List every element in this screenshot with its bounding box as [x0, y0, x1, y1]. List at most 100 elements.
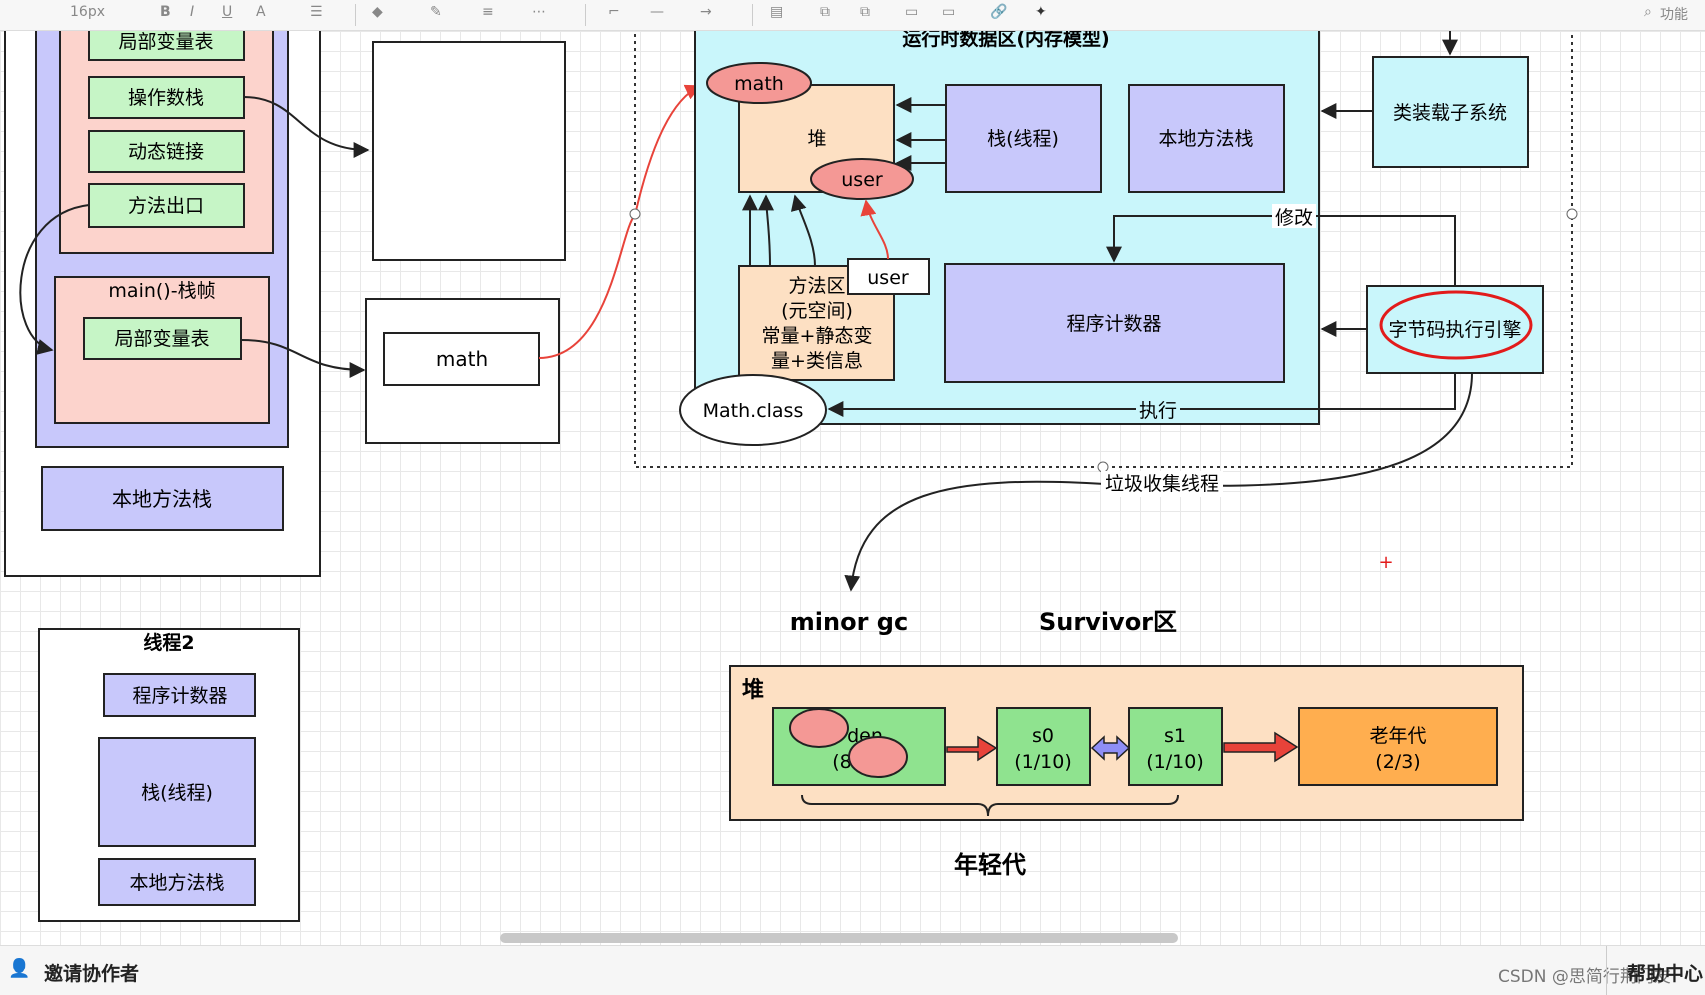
svg-text:本地方法栈: 本地方法栈 [129, 872, 224, 894]
svg-text:老年代: 老年代 [1369, 725, 1426, 747]
math-reference[interactable]: math [383, 332, 540, 386]
svg-text:线程2: 线程2 [143, 631, 194, 654]
cursor-plus-icon: + [1378, 552, 1393, 573]
young-gen-brace [801, 794, 1179, 817]
bold-icon[interactable]: B [160, 4, 171, 20]
magic-wand-icon[interactable]: ✦ [1035, 4, 1047, 20]
bring-front-icon[interactable]: ⧉ [820, 4, 830, 20]
svg-text:本地方法栈: 本地方法栈 [112, 487, 212, 511]
frame1-item-return-address[interactable]: 方法出口 [88, 183, 245, 228]
survivor-s1[interactable]: s1 (1/10) [1128, 707, 1223, 786]
heap-object-user[interactable]: user [810, 158, 914, 200]
thread2-native-stack[interactable]: 本地方法栈 [98, 858, 256, 906]
line-width-icon[interactable]: ≡ [482, 4, 494, 20]
frame1-item-dynamic-link[interactable]: 动态链接 [88, 130, 245, 173]
arrow-s1-to-old [1223, 731, 1299, 763]
svg-text:堆: 堆 [807, 128, 826, 150]
method-area[interactable]: 方法区 (元空间) 常量+静态变 量+类信息 [738, 265, 895, 381]
arrow-eden-to-s0 [946, 735, 998, 762]
link-icon[interactable]: 🔗 [990, 4, 1008, 20]
svg-text:s1: s1 [1164, 725, 1186, 747]
svg-text:方法区: 方法区 [788, 275, 845, 297]
toolbar-divider [585, 4, 586, 26]
font-color-icon[interactable]: A [256, 4, 266, 20]
eden-object-2 [848, 736, 908, 778]
thread2-stack[interactable]: 栈(线程) [98, 737, 256, 847]
survivor-s0[interactable]: s0 (1/10) [996, 707, 1091, 786]
math-class-ellipse[interactable]: Math.class [679, 374, 827, 446]
heap-object-math[interactable]: math [706, 62, 812, 104]
help-center-link[interactable]: 帮助中心 [1627, 963, 1704, 985]
edge-label-execute: 执行 [1139, 400, 1177, 422]
line-style-icon[interactable]: ⋯ [532, 4, 546, 20]
arrange-icon[interactable]: ▤ [770, 4, 784, 20]
align-icon[interactable]: ☰ [310, 4, 323, 20]
frame1-item-local-vars[interactable]: 局部变量表 [88, 31, 245, 61]
diagram-canvas[interactable]: 局部变量表 操作数栈 动态链接 方法出口 main()-栈帧 局部变量表 本地方… [0, 31, 1705, 945]
svg-text:user: user [841, 169, 883, 191]
svg-text:方法出口: 方法出口 [128, 195, 204, 217]
bytecode-engine[interactable]: 字节码执行引擎 [1366, 285, 1544, 374]
svg-text:局部变量表: 局部变量表 [114, 328, 209, 350]
svg-text:Math.class: Math.class [703, 400, 804, 422]
svg-text:(1/10): (1/10) [1014, 751, 1072, 773]
ungroup-icon[interactable]: ▭ [942, 4, 956, 20]
eden-object-1 [789, 708, 849, 748]
svg-text:math: math [436, 347, 488, 371]
class-loader-subsystem[interactable]: 类装载子系统 [1372, 56, 1529, 168]
program-counter[interactable]: 程序计数器 [944, 263, 1285, 383]
horizontal-scrollbar[interactable] [500, 933, 1178, 943]
svg-text:栈(线程): 栈(线程) [987, 128, 1059, 150]
operand-target-box[interactable] [372, 41, 566, 261]
group-icon[interactable]: ▭ [905, 4, 919, 20]
svg-text:程序计数器: 程序计数器 [1066, 313, 1161, 335]
edge-user-tag-to-heap [860, 199, 889, 260]
connector-icon[interactable]: ⌐ [608, 4, 620, 20]
svg-text:程序计数器: 程序计数器 [132, 685, 227, 707]
selection-handle-bottom[interactable] [1097, 461, 1109, 473]
minor-gc-label: minor gc [790, 608, 908, 636]
edge-execute [827, 373, 1456, 417]
svg-text:量+类信息: 量+类信息 [771, 350, 863, 372]
runtime-stack[interactable]: 栈(线程) [945, 84, 1102, 193]
svg-text:(2/3): (2/3) [1375, 751, 1420, 773]
line-type-icon[interactable]: — [650, 4, 664, 20]
runtime-native-stack[interactable]: 本地方法栈 [1128, 84, 1285, 193]
font-size-select[interactable]: 16px [70, 4, 105, 20]
edge-operand-to-box [243, 96, 370, 158]
edge-method-to-heap-3 [790, 194, 816, 267]
fill-color-icon[interactable]: ◆ [372, 4, 383, 20]
thread1-native-stack[interactable]: 本地方法栈 [41, 466, 284, 531]
edge-return-to-main [19, 204, 90, 355]
bottom-bar: 👤 邀请协作者 CSDN @思简行荆门友 帮助中心 [0, 945, 1705, 995]
svg-text:(元空间): (元空间) [781, 300, 853, 322]
main-frame-local-vars[interactable]: 局部变量表 [83, 317, 242, 360]
arrow-icon[interactable]: → [700, 4, 712, 20]
add-user-icon[interactable]: 👤 [8, 958, 31, 979]
edge-label-modify: 修改 [1275, 207, 1313, 229]
svg-text:user: user [867, 267, 909, 289]
method-area-user-tag[interactable]: user [847, 258, 930, 295]
svg-text:动态链接: 动态链接 [128, 141, 204, 163]
young-gen-label: 年轻代 [954, 851, 1026, 879]
search-icon[interactable]: ⌕ [1644, 4, 1652, 20]
old-generation[interactable]: 老年代 (2/3) [1298, 707, 1498, 786]
engine-highlight-circle [1379, 290, 1533, 360]
search-label[interactable]: 功能 [1660, 7, 1688, 23]
edge-label-gc-thread: 垃圾收集线程 [1105, 473, 1219, 495]
selection-handle-left[interactable] [629, 208, 641, 220]
thread2-program-counter[interactable]: 程序计数器 [103, 673, 256, 717]
svg-text:(1/10): (1/10) [1146, 751, 1204, 773]
send-back-icon[interactable]: ⧉ [860, 4, 870, 20]
line-color-icon[interactable]: ✎ [430, 4, 442, 20]
invite-collaborator-button[interactable]: 邀请协作者 [44, 963, 140, 985]
frame1-item-operand-stack[interactable]: 操作数栈 [88, 76, 245, 119]
selection-handle-right[interactable] [1566, 208, 1578, 220]
svg-text:类装载子系统: 类装载子系统 [1393, 102, 1507, 124]
underline-icon[interactable]: U [222, 4, 233, 20]
svg-text:本地方法栈: 本地方法栈 [1158, 128, 1253, 150]
italic-icon[interactable]: I [190, 4, 195, 20]
survivor-label: Survivor区 [1039, 608, 1177, 636]
watermark-text: CSDN @思简行荆门友 [1498, 967, 1671, 987]
eden-space[interactable]: den (8 [772, 707, 946, 786]
